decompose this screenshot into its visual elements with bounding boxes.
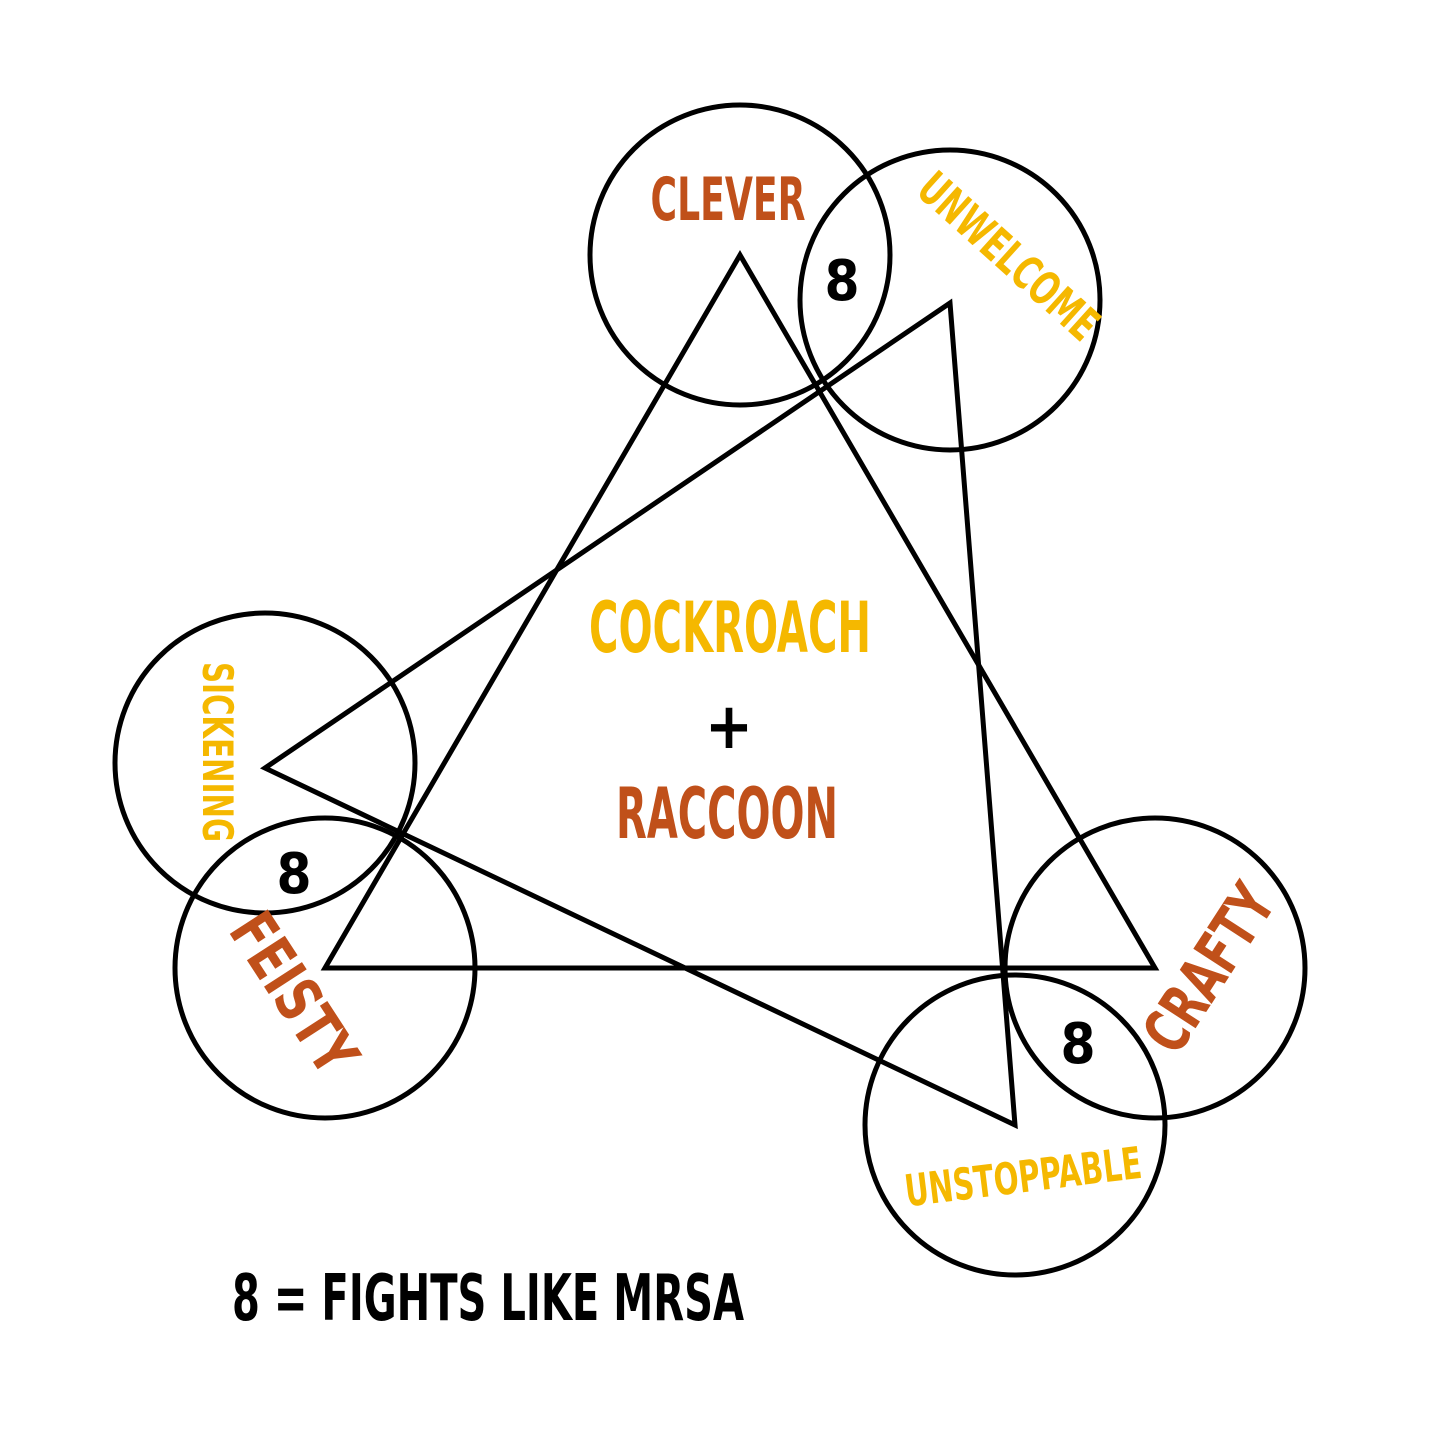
triangle-group [259,250,1160,1130]
legend-text: 8 = FIGHTS LIKE MRSA [232,1262,744,1336]
center-raccoon-label: RACCOON [616,773,838,855]
label-unwelcome: UNWELCOME [907,161,1110,352]
center-cockroach-label: COCKROACH [589,587,871,669]
overlap-left-eight: 8 [276,842,311,907]
triangle-upright [320,250,1160,971]
label-sickening: SICKENING [193,662,242,842]
overlap-top-eight: 8 [824,249,859,314]
circle-sickening [112,610,418,916]
label-clever: CLEVER [651,165,806,235]
triangle-rotated [259,298,1018,1130]
label-unstoppable: UNSTOPPABLE [902,1138,1144,1218]
circle-unwelcome [797,147,1103,453]
overlap-right-eight: 8 [1060,1012,1095,1077]
circle-unstoppable [862,972,1168,1278]
plus-sign: + [705,690,753,764]
circle-clever [587,102,893,408]
